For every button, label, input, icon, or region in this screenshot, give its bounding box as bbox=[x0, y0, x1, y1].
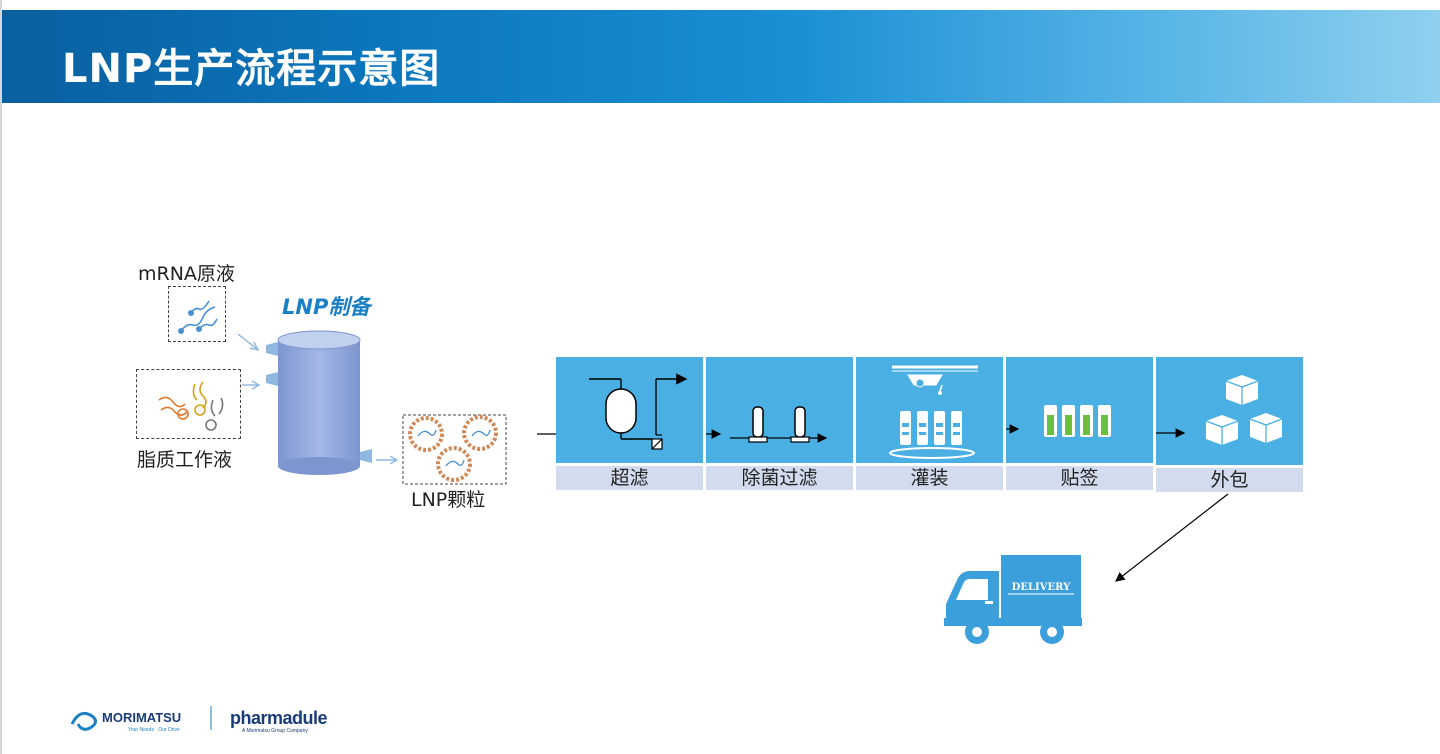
step-label-labeling: 贴签 bbox=[1006, 466, 1153, 490]
lipid-label: 脂质工作液 bbox=[137, 449, 233, 471]
brand-morimatsu: MORIMATSU bbox=[102, 710, 181, 725]
lnp-prep-title: LNP制备 bbox=[282, 295, 371, 319]
brand-pharmadule-tagline: A Morimatsu Group Company bbox=[242, 728, 308, 734]
lipid-molecules-icon bbox=[158, 381, 224, 431]
step-label-packaging: 外包 bbox=[1156, 468, 1303, 492]
sterile-filter-icon bbox=[706, 406, 828, 443]
left-border bbox=[0, 0, 2, 754]
brand-morimatsu-tagline: Your Needs · Our Drive bbox=[128, 727, 180, 733]
step-packaging: 外包 bbox=[1156, 357, 1303, 492]
boxes-icon bbox=[1156, 375, 1283, 445]
lnp-particles-label: LNP颗粒 bbox=[411, 489, 486, 511]
vessel-outlet bbox=[360, 449, 372, 463]
page-title: LNP生产流程示意图 bbox=[62, 46, 441, 92]
ultrafiltration-icon bbox=[589, 373, 688, 450]
mixing-vessel-icon bbox=[277, 330, 361, 475]
step-labeling: 贴签 bbox=[1006, 357, 1153, 490]
mrna-label: mRNA原液 bbox=[138, 263, 235, 285]
footer-logos: MORIMATSU Your Needs · Our Drive pharmad… bbox=[70, 700, 330, 744]
lipid-box bbox=[136, 369, 241, 439]
mrna-strands-icon bbox=[178, 300, 218, 334]
vessel-inlet-1 bbox=[266, 342, 278, 356]
delivery-text: DELIVERY bbox=[1012, 582, 1071, 593]
lnp-particles-box bbox=[402, 414, 507, 485]
step-filling: 灌装 bbox=[856, 357, 1003, 490]
filling-icon bbox=[889, 365, 978, 459]
labeling-icon bbox=[1006, 405, 1111, 437]
header-bar: LNP生产流程示意图 bbox=[2, 10, 1440, 103]
mrna-box bbox=[168, 286, 226, 342]
step-ultrafiltration: 超滤 bbox=[556, 357, 703, 490]
step-label-sterile-filtration: 除菌过滤 bbox=[706, 466, 853, 490]
delivery-arrow bbox=[1115, 493, 1229, 582]
morimatsu-logo-icon bbox=[70, 711, 97, 731]
company-logos: MORIMATSU Your Needs · Our Drive pharmad… bbox=[70, 706, 328, 734]
lnp-particles-icon bbox=[408, 415, 498, 482]
step-label-ultrafiltration: 超滤 bbox=[556, 466, 703, 490]
vessel-inlet-2 bbox=[266, 372, 278, 386]
step-label-filling: 灌装 bbox=[856, 466, 1003, 490]
input-arrows bbox=[237, 333, 399, 465]
step-sterile-filtration: 除菌过滤 bbox=[706, 357, 853, 490]
delivery-truck-icon bbox=[944, 555, 1082, 644]
brand-pharmadule: pharmadule bbox=[230, 708, 328, 728]
